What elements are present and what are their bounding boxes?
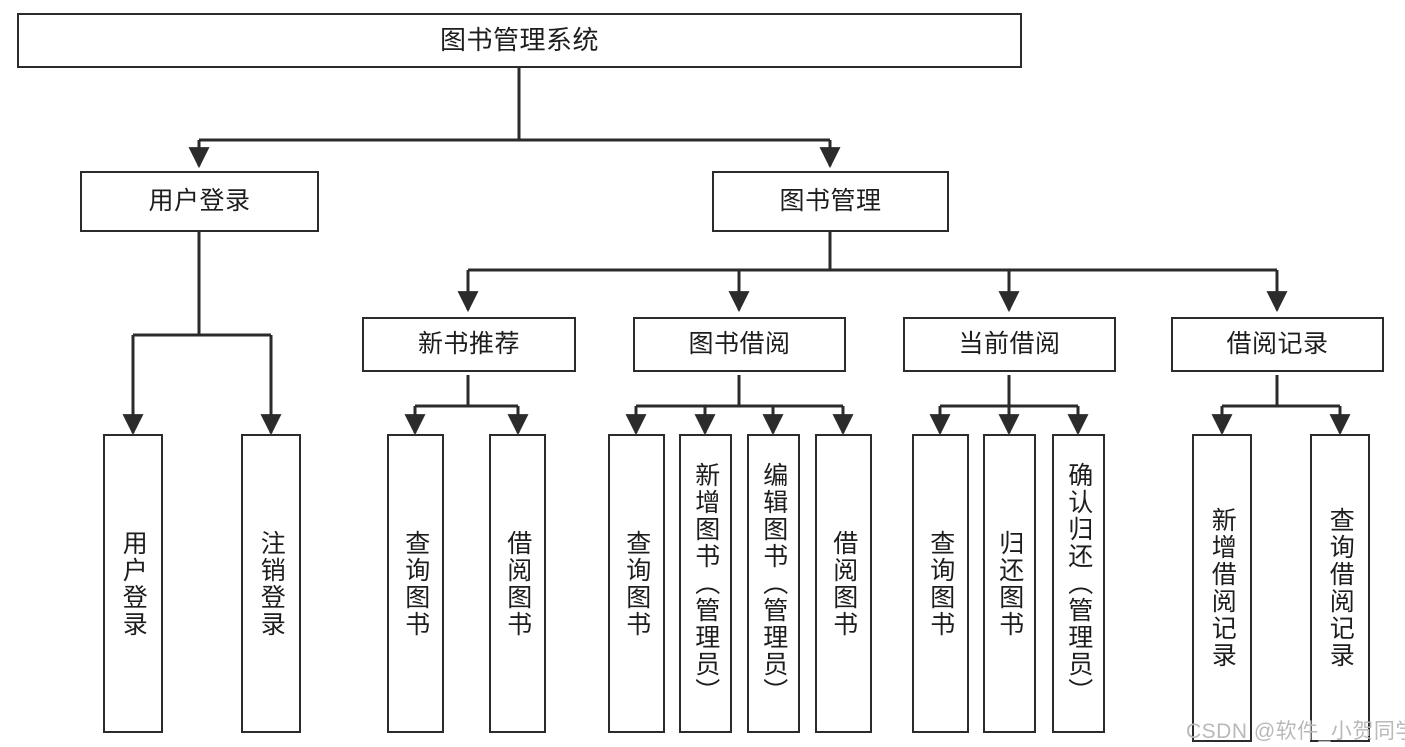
node-new-book-recommend-label: 新书推荐 <box>417 329 520 358</box>
leaf-logout-login-label: 注销登录 <box>257 529 286 638</box>
leaf-query-record-label: 查询借阅记录 <box>1326 507 1355 669</box>
leaf-query-book-1[interactable]: 查询图书 <box>387 434 444 733</box>
leaf-borrow-book-1[interactable]: 借阅图书 <box>489 434 546 733</box>
leaf-logout-login[interactable]: 注销登录 <box>241 434 301 733</box>
node-user-login-label: 用户登录 <box>148 186 251 215</box>
leaf-add-book-label: 新增图书（管理员） <box>691 462 720 705</box>
node-current-borrow-label: 当前借阅 <box>958 329 1061 358</box>
leaf-add-book[interactable]: 新增图书（管理员） <box>679 434 732 733</box>
leaf-borrow-book-1-label: 借阅图书 <box>503 529 532 638</box>
node-new-book-recommend[interactable]: 新书推荐 <box>362 317 576 372</box>
node-book-borrow[interactable]: 图书借阅 <box>633 317 846 372</box>
leaf-user-login-label: 用户登录 <box>119 529 148 638</box>
node-book-manage[interactable]: 图书管理 <box>712 171 949 232</box>
leaf-query-book-2[interactable]: 查询图书 <box>608 434 665 733</box>
leaf-query-record[interactable]: 查询借阅记录 <box>1310 434 1370 742</box>
leaf-return-book-label: 归还图书 <box>995 529 1024 638</box>
leaf-edit-book-label: 编辑图书（管理员） <box>759 462 788 705</box>
leaf-query-book-2-label: 查询图书 <box>622 529 651 638</box>
leaf-query-book-1-label: 查询图书 <box>401 529 430 638</box>
node-root[interactable]: 图书管理系统 <box>17 13 1022 68</box>
node-borrow-record[interactable]: 借阅记录 <box>1171 317 1384 372</box>
node-current-borrow[interactable]: 当前借阅 <box>903 317 1116 372</box>
leaf-add-record-label: 新增借阅记录 <box>1208 507 1237 669</box>
leaf-query-book-3[interactable]: 查询图书 <box>912 434 969 733</box>
leaf-confirm-return[interactable]: 确认归还（管理员） <box>1052 434 1105 733</box>
csdn-watermark: CSDN @软件_小贺同学 <box>1186 720 1405 743</box>
node-book-borrow-label: 图书借阅 <box>688 329 791 358</box>
leaf-query-book-3-label: 查询图书 <box>926 529 955 638</box>
leaf-return-book[interactable]: 归还图书 <box>983 434 1036 733</box>
leaf-user-login[interactable]: 用户登录 <box>103 434 163 733</box>
node-book-manage-label: 图书管理 <box>779 186 882 215</box>
leaf-add-record[interactable]: 新增借阅记录 <box>1192 434 1252 742</box>
node-user-login[interactable]: 用户登录 <box>80 171 319 232</box>
leaf-confirm-return-label: 确认归还（管理员） <box>1064 462 1093 705</box>
leaf-borrow-book-2[interactable]: 借阅图书 <box>815 434 872 733</box>
leaf-borrow-book-2-label: 借阅图书 <box>829 529 858 638</box>
node-root-label: 图书管理系统 <box>439 25 599 56</box>
node-borrow-record-label: 借阅记录 <box>1226 329 1329 358</box>
leaf-edit-book[interactable]: 编辑图书（管理员） <box>747 434 800 733</box>
